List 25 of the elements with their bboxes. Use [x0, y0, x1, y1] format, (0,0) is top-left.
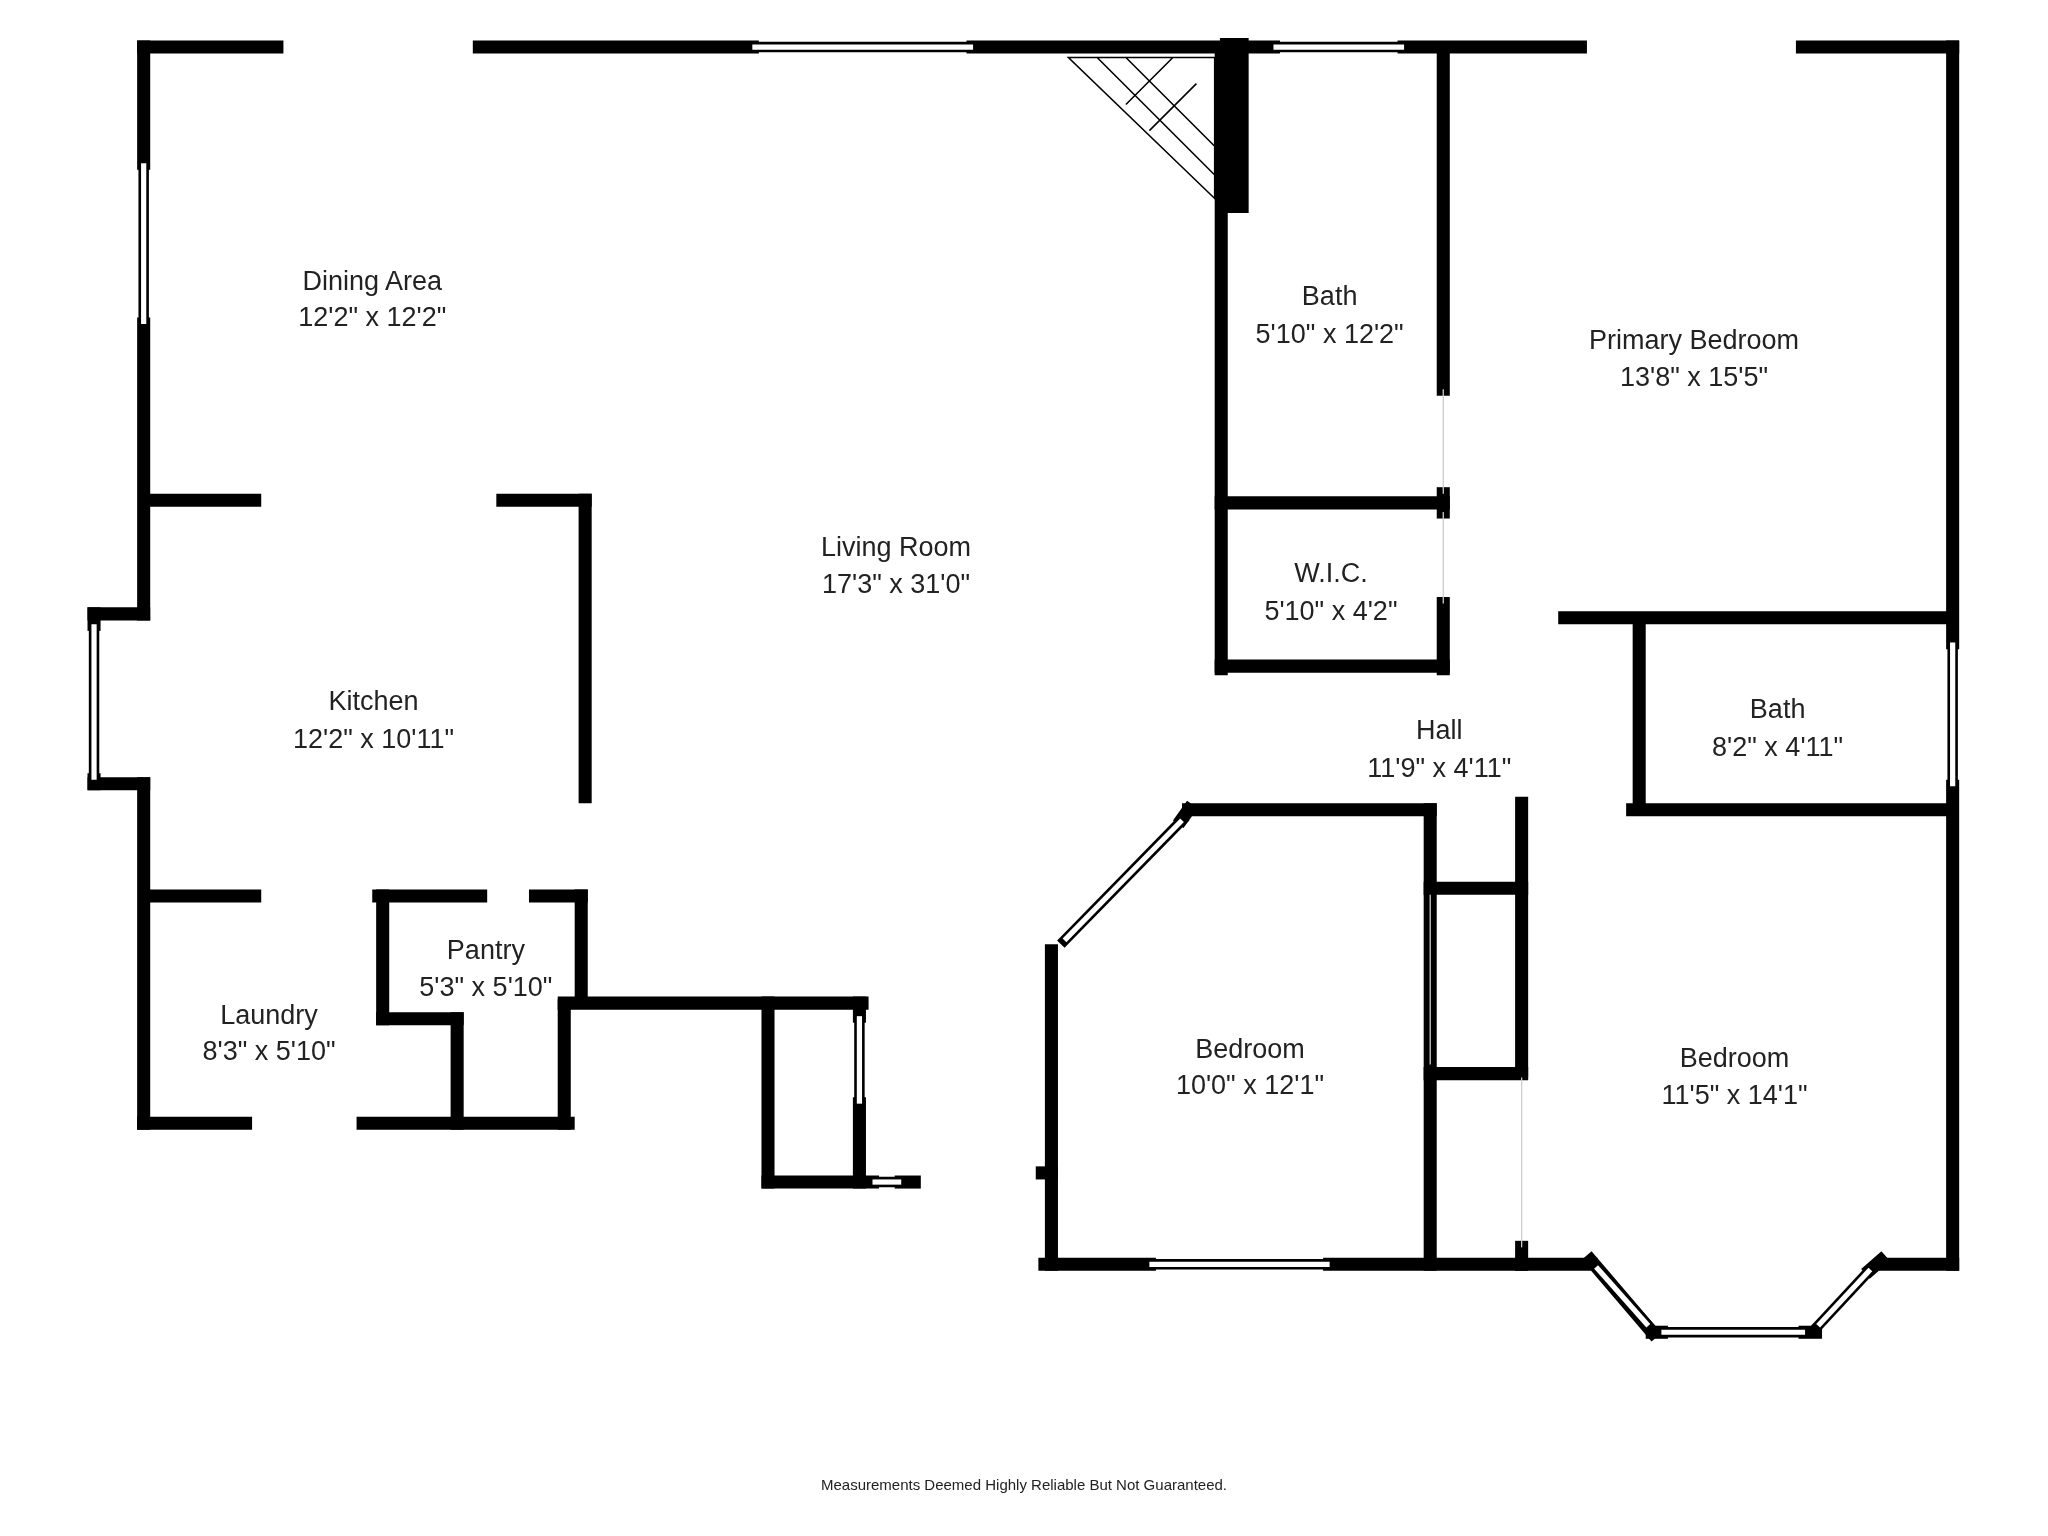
room-name: Bath — [1749, 693, 1806, 725]
room-dimensions: 5'10" x 12'2" — [1255, 318, 1404, 350]
room-name: Kitchen — [328, 685, 419, 717]
room-name: Pantry — [446, 934, 525, 966]
room-name: Bedroom — [1195, 1033, 1305, 1065]
room-name: Bath — [1301, 281, 1358, 312]
room-dimensions: 11'9" x 4'11" — [1367, 752, 1512, 784]
room-name: W.I.C. — [1294, 557, 1368, 589]
room-dimensions: 5'10" x 4'2" — [1264, 595, 1398, 627]
room-dimensions: 8'2" x 4'11" — [1712, 731, 1844, 763]
room-name: Bedroom — [1679, 1042, 1790, 1074]
room-dimensions: 13'8" x 15'5" — [1620, 361, 1769, 393]
room-dimensions: 10'0" x 12'1" — [1175, 1069, 1324, 1101]
room-dimensions: 11'5" x 14'1" — [1661, 1079, 1808, 1110]
room-name: Dining Area — [302, 265, 443, 297]
room-name: Primary Bedroom — [1589, 324, 1800, 356]
footer-note: Measurements Deemed Highly Reliable But Not Guaranteed. — [821, 1475, 1227, 1493]
room-dimensions: 5'3" x 5'10" — [419, 971, 553, 1003]
room-name: Living Room — [820, 531, 972, 563]
room-dimensions: 12'2" x 12'2" — [298, 301, 447, 333]
room-dimensions: 17'3" x 31'0" — [821, 568, 971, 600]
room-dimensions: 8'3" x 5'10" — [202, 1035, 336, 1067]
room-dimensions: 12'2" x 10'11" — [293, 723, 455, 755]
room-name: Hall — [1416, 714, 1463, 746]
room-name: Laundry — [220, 999, 318, 1031]
